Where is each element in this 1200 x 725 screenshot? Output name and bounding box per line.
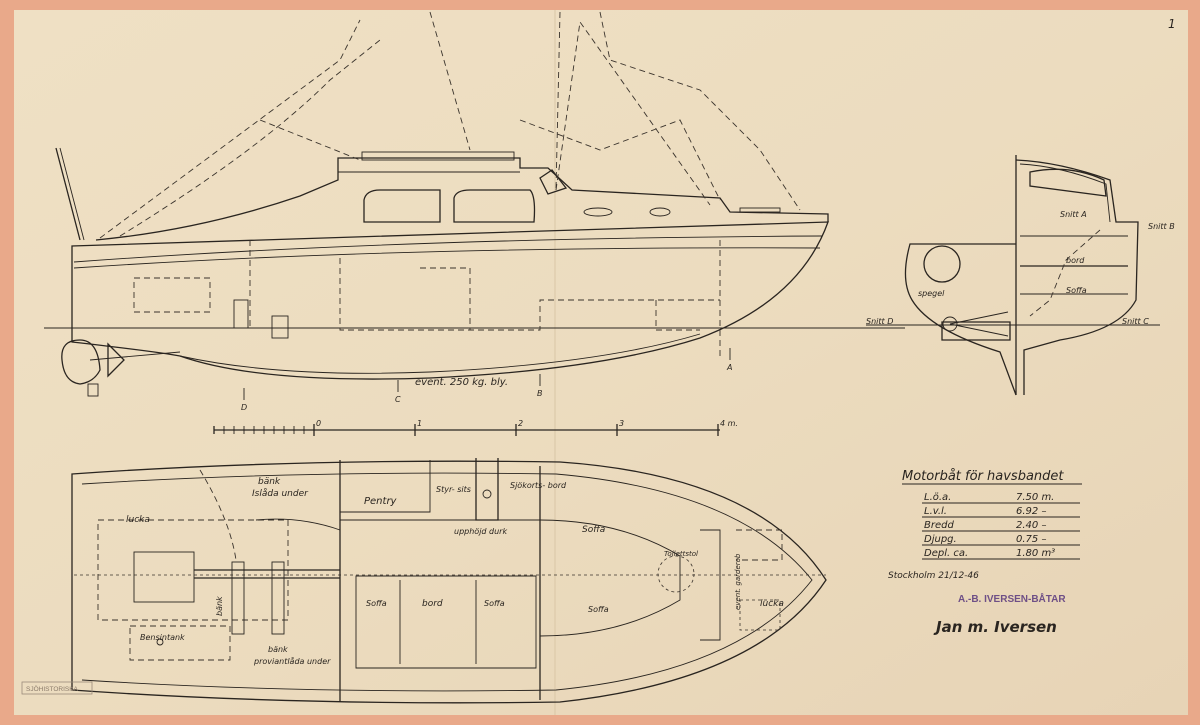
paper-sheet [14, 10, 1188, 715]
soffa-low-label: Soffa [588, 605, 609, 614]
snitt-b-label: Snitt B [1148, 222, 1175, 231]
proviantlada-label: proviantlåda under [253, 656, 331, 666]
toilet-icon [657, 555, 695, 593]
section-view: Snitt A Snitt B Snitt C Snitt D spegel b… [866, 155, 1175, 396]
date-place: Stockholm 21/12-46 [888, 571, 979, 581]
cabin-trunk [95, 157, 829, 241]
fuel-tank [129, 625, 231, 661]
soffa-left-label: Soffa [366, 599, 387, 608]
pentry-label: Pentry [364, 496, 398, 507]
prop-shaft [89, 351, 181, 361]
section-letter: A [726, 363, 732, 372]
soffa-fwd-label: Soffa [582, 525, 605, 535]
helm [475, 458, 499, 521]
islada-label: Islåda under [252, 488, 309, 499]
rub-rail [73, 247, 821, 269]
spec-label: L.v.l. [924, 506, 947, 517]
porthole-1 [583, 207, 613, 217]
spec-value: 7.50 m. [1016, 492, 1054, 503]
saloon [355, 575, 537, 669]
spec-table: L.ö.a. 7.50 m. L.v.l. 6.92 – Bredd 2.40 – Djup… [922, 492, 1080, 560]
archive-stamp: SJÖHISTORISKA [26, 685, 79, 693]
snitt-a-label: Snitt A [1060, 210, 1087, 219]
bensintank-label: Bensintank [140, 633, 185, 642]
signature: Jan m. Iversen [933, 618, 1057, 636]
cabin-bulkheads [339, 460, 541, 702]
roof-hatch [361, 151, 515, 161]
toilet-label: Toilettstol [664, 550, 698, 558]
deck-outline [71, 460, 827, 704]
propeller-icon [107, 342, 125, 378]
section-window [1029, 168, 1107, 197]
keel-line [179, 333, 701, 374]
scale-bar: 0 1 2 3 4 m. [213, 419, 738, 436]
cabin-window-aft [363, 189, 441, 223]
page-number: 1 [1168, 17, 1176, 31]
fuel-tank-section [923, 245, 961, 283]
spec-label: Djupg. [924, 534, 957, 545]
porthole-2 [649, 207, 671, 217]
sjokortsbord-label: Sjökorts- bord [510, 481, 567, 490]
section-letter: C [395, 395, 401, 404]
section-letter: D [241, 403, 247, 412]
lucka-fwd-label: lucka [760, 599, 784, 609]
shaft-line [194, 569, 340, 579]
spec-label: Depl. ca. [924, 548, 968, 559]
firm-stamp: A.-B. IVERSEN-BÅTAR [958, 592, 1066, 605]
rudder [61, 339, 101, 385]
inner-gunwale [81, 472, 813, 692]
side-elevation-view: event. 250 kg. bly. D C B A [44, 11, 905, 412]
scale-label: 2 [518, 419, 523, 428]
lucka-aft-label: lucka [126, 515, 150, 525]
sheer-line [73, 235, 823, 263]
title-block: Motorbåt för havsbandet L.ö.a. 7.50 m. L.v… [21, 469, 1082, 695]
styrsits-label: Styr- sits [436, 485, 471, 494]
flagstaff [55, 147, 81, 241]
scale-label: 4 m. [720, 419, 738, 428]
spegel-label: spegel [918, 289, 945, 298]
cabin-window-fwd [453, 189, 536, 223]
snitt-c-label: Snitt C [1122, 317, 1149, 326]
bank-side-label: bänk [215, 596, 224, 616]
spec-label: L.ö.a. [924, 492, 951, 503]
spec-value: 6.92 – [1016, 506, 1046, 517]
scale-label: 0 [316, 419, 321, 428]
section-half-aft [904, 243, 1017, 396]
spec-value: 0.75 – [1016, 534, 1046, 545]
hull-outline [71, 221, 829, 380]
bank-label: bänk [258, 477, 281, 487]
interior-floor [339, 258, 720, 331]
scale-label: 3 [619, 419, 624, 428]
ballast-note: event. 250 kg. bly. [415, 377, 508, 388]
soffa-right-label: Soffa [484, 599, 505, 608]
upphojd-durk-label: upphöjd durk [454, 527, 507, 536]
garderob-label: event. garderob [734, 553, 742, 610]
spec-value: 2.40 – [1016, 520, 1046, 531]
drawing-title: Motorbåt för havsbandet [902, 469, 1064, 484]
fwd-berth [539, 519, 681, 637]
bank-bottom-label: bänk [268, 645, 288, 654]
fore-hatch [739, 207, 781, 213]
bord-label: bord [1066, 256, 1085, 265]
spec-label: Bredd [924, 520, 954, 531]
windshield-window [539, 169, 568, 195]
engine-box [133, 551, 195, 603]
section-markers: D C B A [241, 348, 732, 412]
plan-view: lucka bänk Islåda under Pentry Styr- sit… [71, 458, 827, 704]
section-letter: B [537, 389, 543, 398]
bord-plan-label: bord [422, 599, 443, 609]
section-half-fwd [1015, 159, 1139, 395]
scale-label: 1 [417, 419, 422, 428]
engine-outline [133, 277, 211, 313]
soffa-label: Soffa [1066, 286, 1087, 295]
main-sail-foot [119, 39, 381, 237]
snitt-d-label: Snitt D [866, 317, 893, 326]
spec-value: 1.80 m³ [1016, 548, 1055, 559]
